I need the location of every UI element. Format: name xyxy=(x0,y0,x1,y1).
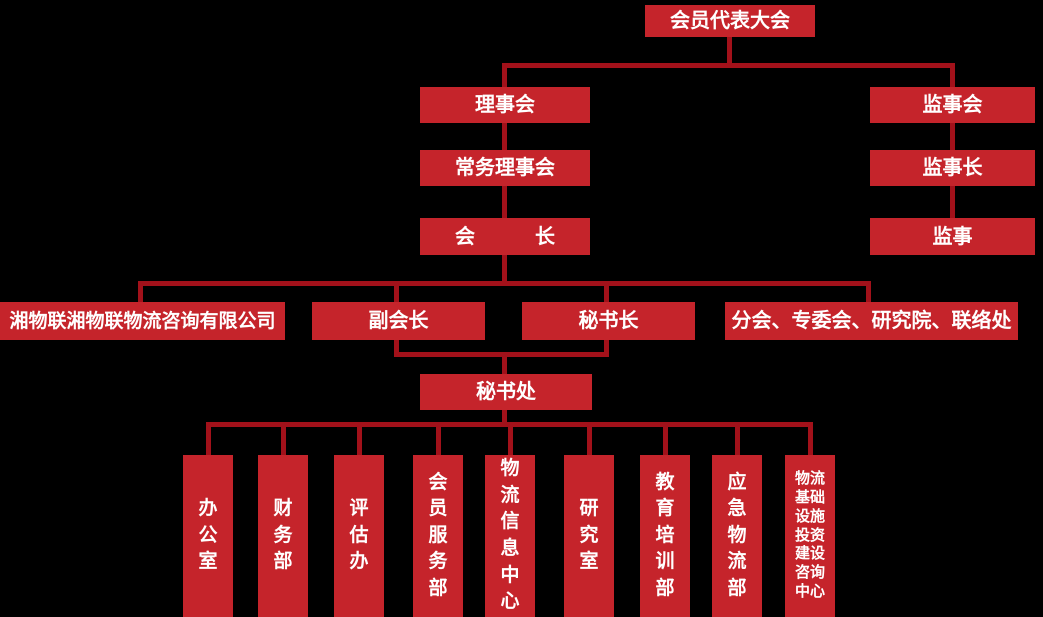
connector-line xyxy=(866,281,871,302)
dept-label: 财务部 xyxy=(273,498,293,573)
node-dept-finance: 财务部 xyxy=(258,455,308,617)
dept-label: 物流信息中心 xyxy=(500,458,520,613)
connector-line xyxy=(281,422,286,455)
node-dept-emergency-logistics: 应急物流部 xyxy=(712,455,762,617)
node-secretary-general: 秘书长 xyxy=(522,302,695,340)
node-supervisory-board: 监事会 xyxy=(870,87,1035,123)
node-chief-supervisor: 监事长 xyxy=(870,150,1035,186)
node-vice-president: 副会长 xyxy=(312,302,485,340)
node-dept-education-training: 教育培训部 xyxy=(640,455,690,617)
connector-line xyxy=(138,281,143,302)
connector-line xyxy=(808,422,813,455)
connector-line xyxy=(502,63,955,68)
connector-line xyxy=(394,340,399,357)
connector-line xyxy=(206,422,211,455)
connector-line xyxy=(604,281,609,302)
connector-line xyxy=(394,281,399,302)
node-dept-research-office: 研究室 xyxy=(564,455,614,617)
dept-label: 研究室 xyxy=(579,498,599,573)
dept-label: 应急物流部 xyxy=(727,471,747,599)
dept-label: 教育培训部 xyxy=(655,471,675,599)
connector-line xyxy=(357,422,362,455)
connector-line xyxy=(502,186,507,218)
connector-line xyxy=(735,422,740,455)
connector-line xyxy=(394,352,609,357)
node-supervisor: 监事 xyxy=(870,218,1035,255)
connector-line xyxy=(950,123,955,150)
connector-line xyxy=(950,63,955,87)
node-consulting-company: 湘物联湘物联物流咨询有限公司 xyxy=(0,302,285,340)
node-dept-infrastructure-investment-center: 物流基础设施投资建设咨询中心 xyxy=(785,455,835,617)
connector-line xyxy=(587,422,592,455)
dept-label: 会员服务部 xyxy=(428,471,448,599)
node-president: 会 长 xyxy=(420,218,590,255)
connector-line xyxy=(950,186,955,218)
connector-line xyxy=(663,422,668,455)
node-member-assembly: 会员代表大会 xyxy=(645,5,815,37)
node-dept-member-service: 会员服务部 xyxy=(413,455,463,617)
connector-line xyxy=(502,123,507,150)
connector-line xyxy=(502,352,507,374)
connector-line xyxy=(502,410,507,427)
node-council: 理事会 xyxy=(420,87,590,123)
node-dept-logistics-info-center: 物流信息中心 xyxy=(485,455,535,617)
dept-label: 办公室 xyxy=(198,498,218,573)
dept-label: 物流基础设施投资建设咨询中心 xyxy=(795,470,826,600)
node-dept-general-office: 办公室 xyxy=(183,455,233,617)
connector-line xyxy=(727,37,732,65)
connector-line xyxy=(502,63,507,87)
connector-line xyxy=(508,422,513,455)
node-branches: 分会、专委会、研究院、联络处 xyxy=(725,302,1018,340)
connector-line xyxy=(436,422,441,455)
connector-line xyxy=(502,255,507,286)
connector-line xyxy=(604,340,609,357)
dept-label: 评估办 xyxy=(349,498,369,573)
connector-line xyxy=(138,281,871,286)
node-secretariat: 秘书处 xyxy=(420,374,592,410)
node-dept-assessment-office: 评估办 xyxy=(334,455,384,617)
node-standing-council: 常务理事会 xyxy=(420,150,590,186)
